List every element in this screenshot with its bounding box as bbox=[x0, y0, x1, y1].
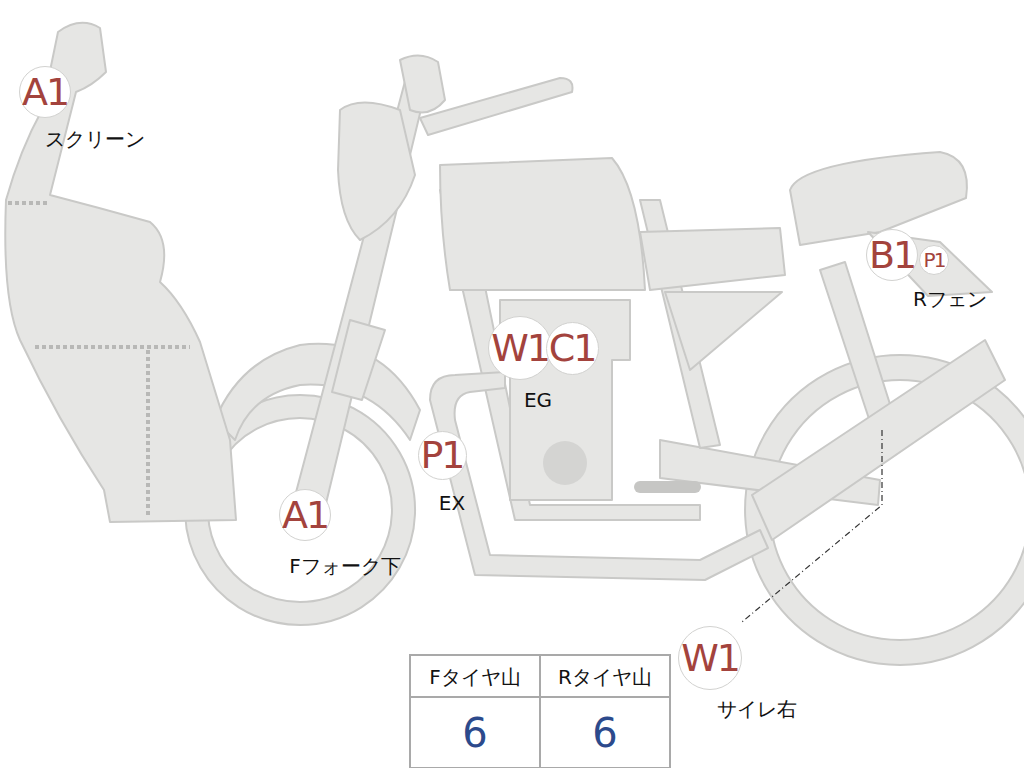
callout-number: C1 bbox=[546, 322, 599, 375]
part-name: Fフォーク下 bbox=[289, 553, 401, 580]
callout-number: A1 bbox=[279, 489, 331, 541]
callout-number: W1 bbox=[488, 316, 552, 380]
callout-number: P1 bbox=[418, 431, 467, 480]
fork-cover bbox=[332, 320, 385, 400]
silencer bbox=[752, 340, 1005, 540]
callout-number: P1 bbox=[919, 245, 949, 275]
fairing bbox=[5, 23, 236, 522]
callout-number: B1 bbox=[866, 229, 918, 281]
foot-peg bbox=[640, 481, 695, 493]
table-cell: Rタイヤ山 bbox=[558, 664, 652, 691]
part-name: Rフェン bbox=[913, 286, 987, 313]
part-name: EG bbox=[524, 388, 552, 412]
mirror bbox=[400, 55, 445, 112]
exhaust-pipe bbox=[430, 372, 768, 580]
seat bbox=[640, 228, 785, 290]
part-name: スクリーン bbox=[45, 126, 145, 153]
rear-shock bbox=[820, 262, 895, 428]
front-fork bbox=[290, 70, 430, 520]
table-cell: Fタイヤ山 bbox=[429, 664, 521, 691]
tire-table bbox=[410, 655, 670, 768]
leader-line bbox=[742, 430, 882, 622]
side-cover bbox=[665, 292, 782, 370]
callout-number: A1 bbox=[19, 66, 71, 118]
headlight bbox=[338, 103, 415, 241]
table-cell: 6 bbox=[462, 710, 487, 756]
part-name: サイレ右 bbox=[717, 696, 797, 723]
fuel-tank bbox=[440, 158, 645, 290]
rear-seat bbox=[790, 152, 967, 245]
engine-cover bbox=[543, 441, 587, 485]
table-cell: 6 bbox=[592, 710, 617, 756]
part-name: EX bbox=[439, 491, 465, 515]
callout-number: W1 bbox=[678, 626, 742, 690]
